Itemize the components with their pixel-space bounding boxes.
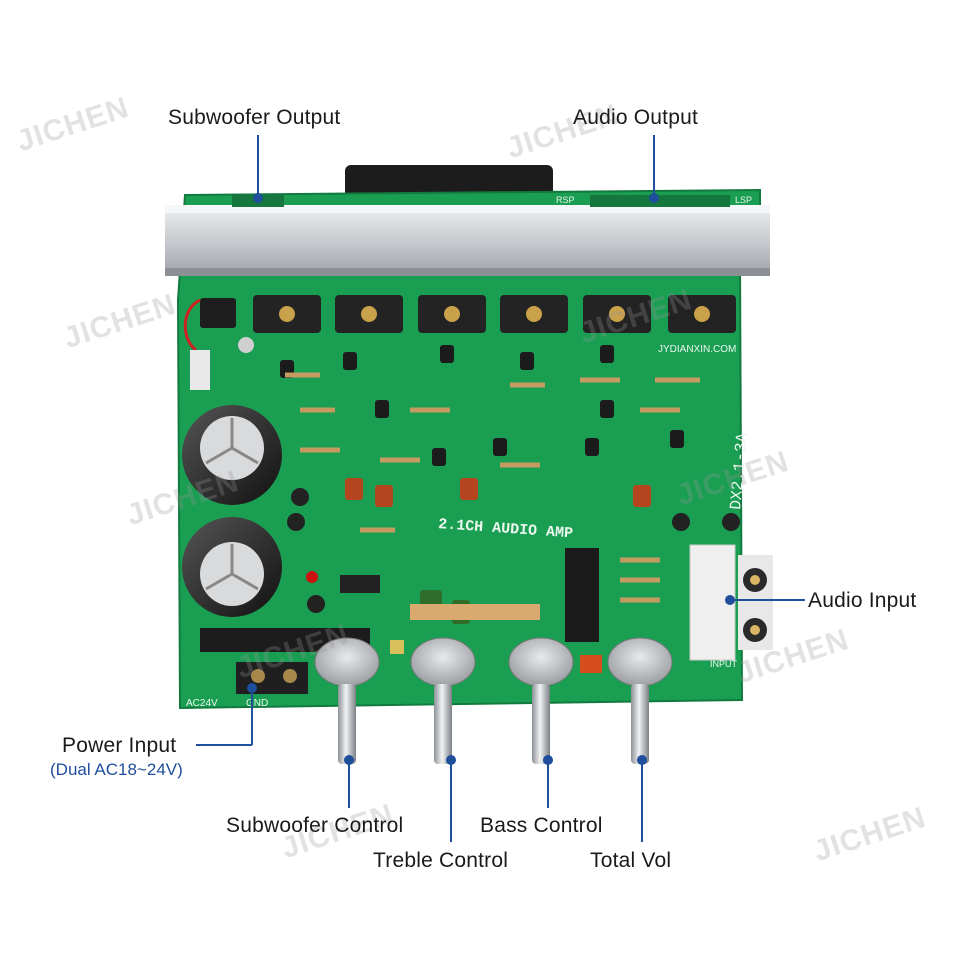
small-components bbox=[238, 337, 740, 673]
gnd-silkscreen: GND bbox=[246, 698, 268, 709]
input-silkscreen: INPUT bbox=[710, 659, 738, 669]
website-silkscreen: JYDIANXIN.COM bbox=[658, 344, 736, 355]
filter-capacitor-bottom bbox=[182, 517, 282, 617]
label-subwoofer-control: Subwoofer Control bbox=[226, 814, 404, 837]
lsp-silkscreen: LSP bbox=[735, 195, 752, 205]
label-audio-output: Audio Output bbox=[573, 106, 698, 129]
potentiometer-subwoofer bbox=[314, 637, 380, 764]
rsp-silkscreen: RSP bbox=[556, 195, 575, 205]
label-subwoofer-output: Subwoofer Output bbox=[168, 106, 341, 129]
label-audio-input: Audio Input bbox=[808, 589, 917, 612]
callout-lines bbox=[196, 135, 805, 842]
ac-silkscreen: AC24V bbox=[186, 698, 218, 709]
wire-connector bbox=[190, 350, 210, 390]
filter-capacitor-top bbox=[182, 405, 282, 505]
label-treble-control: Treble Control bbox=[373, 849, 509, 872]
audio-output-terminal bbox=[590, 195, 730, 207]
label-power-input: Power Input bbox=[62, 734, 177, 757]
potentiometer-bass bbox=[508, 637, 574, 764]
label-total-vol: Total Vol bbox=[590, 849, 672, 872]
heatsink bbox=[165, 205, 770, 276]
audio-input-block bbox=[689, 544, 773, 661]
label-bass-control: Bass Control bbox=[480, 814, 603, 837]
potentiometer-total-vol bbox=[607, 637, 673, 764]
label-power-input-note: (Dual AC18~24V) bbox=[50, 760, 183, 779]
power-transistors bbox=[200, 295, 736, 333]
resistor-arrays bbox=[285, 372, 700, 603]
red-black-wires bbox=[183, 298, 201, 352]
potentiometer-treble bbox=[410, 637, 476, 764]
